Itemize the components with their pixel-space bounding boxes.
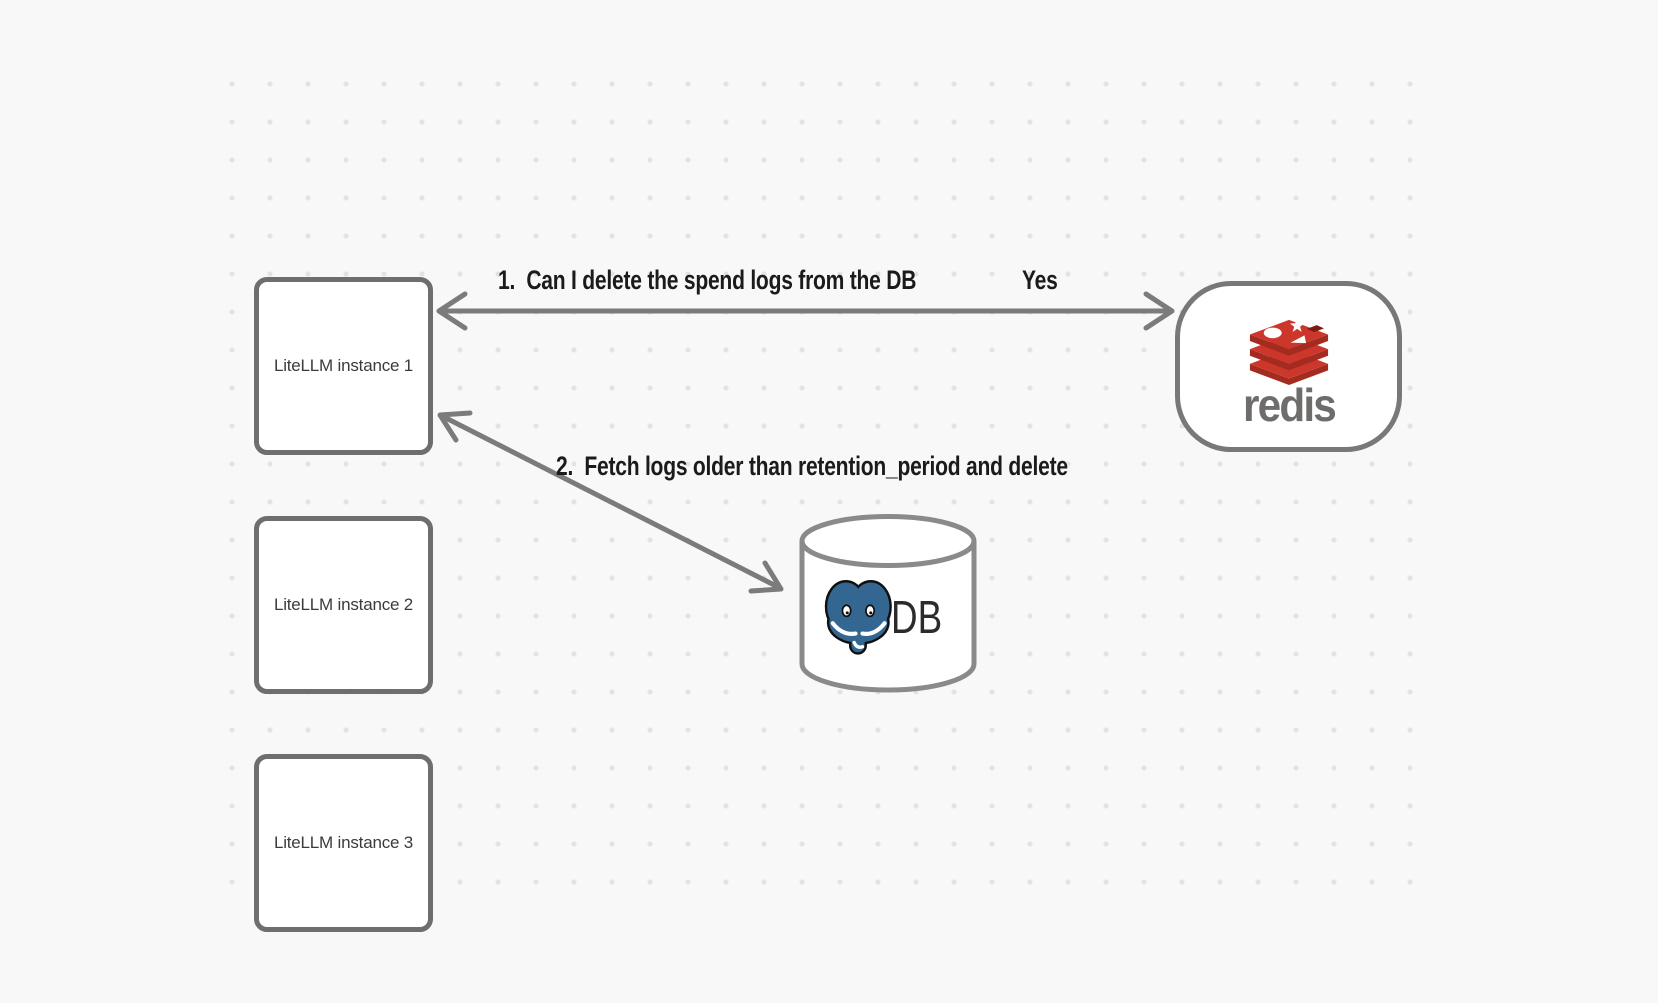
edge-label-yes: Yes — [1022, 265, 1058, 295]
postgresql-elephant-icon — [824, 580, 892, 655]
node-litellm-instance-1: LiteLLM instance 1 — [254, 277, 433, 455]
node-label: LiteLLM instance 1 — [273, 356, 414, 375]
redis-wordmark: redis — [1242, 379, 1337, 432]
node-label: LiteLLM instance 2 — [273, 595, 414, 614]
node-redis: redis — [1175, 281, 1402, 452]
node-label: LiteLLM instance 3 — [273, 833, 414, 852]
redis-logo-icon — [1249, 318, 1328, 386]
node-litellm-instance-2: LiteLLM instance 2 — [254, 516, 433, 694]
db-node-label: DB — [891, 591, 943, 643]
edge-label-delete-spend-logs: 1. Can I delete the spend logs from the … — [498, 265, 917, 295]
node-db: DB — [797, 513, 979, 693]
node-litellm-instance-3: LiteLLM instance 3 — [254, 754, 433, 932]
edge-label-fetch-logs: 2. Fetch logs older than retention_perio… — [556, 451, 1068, 481]
